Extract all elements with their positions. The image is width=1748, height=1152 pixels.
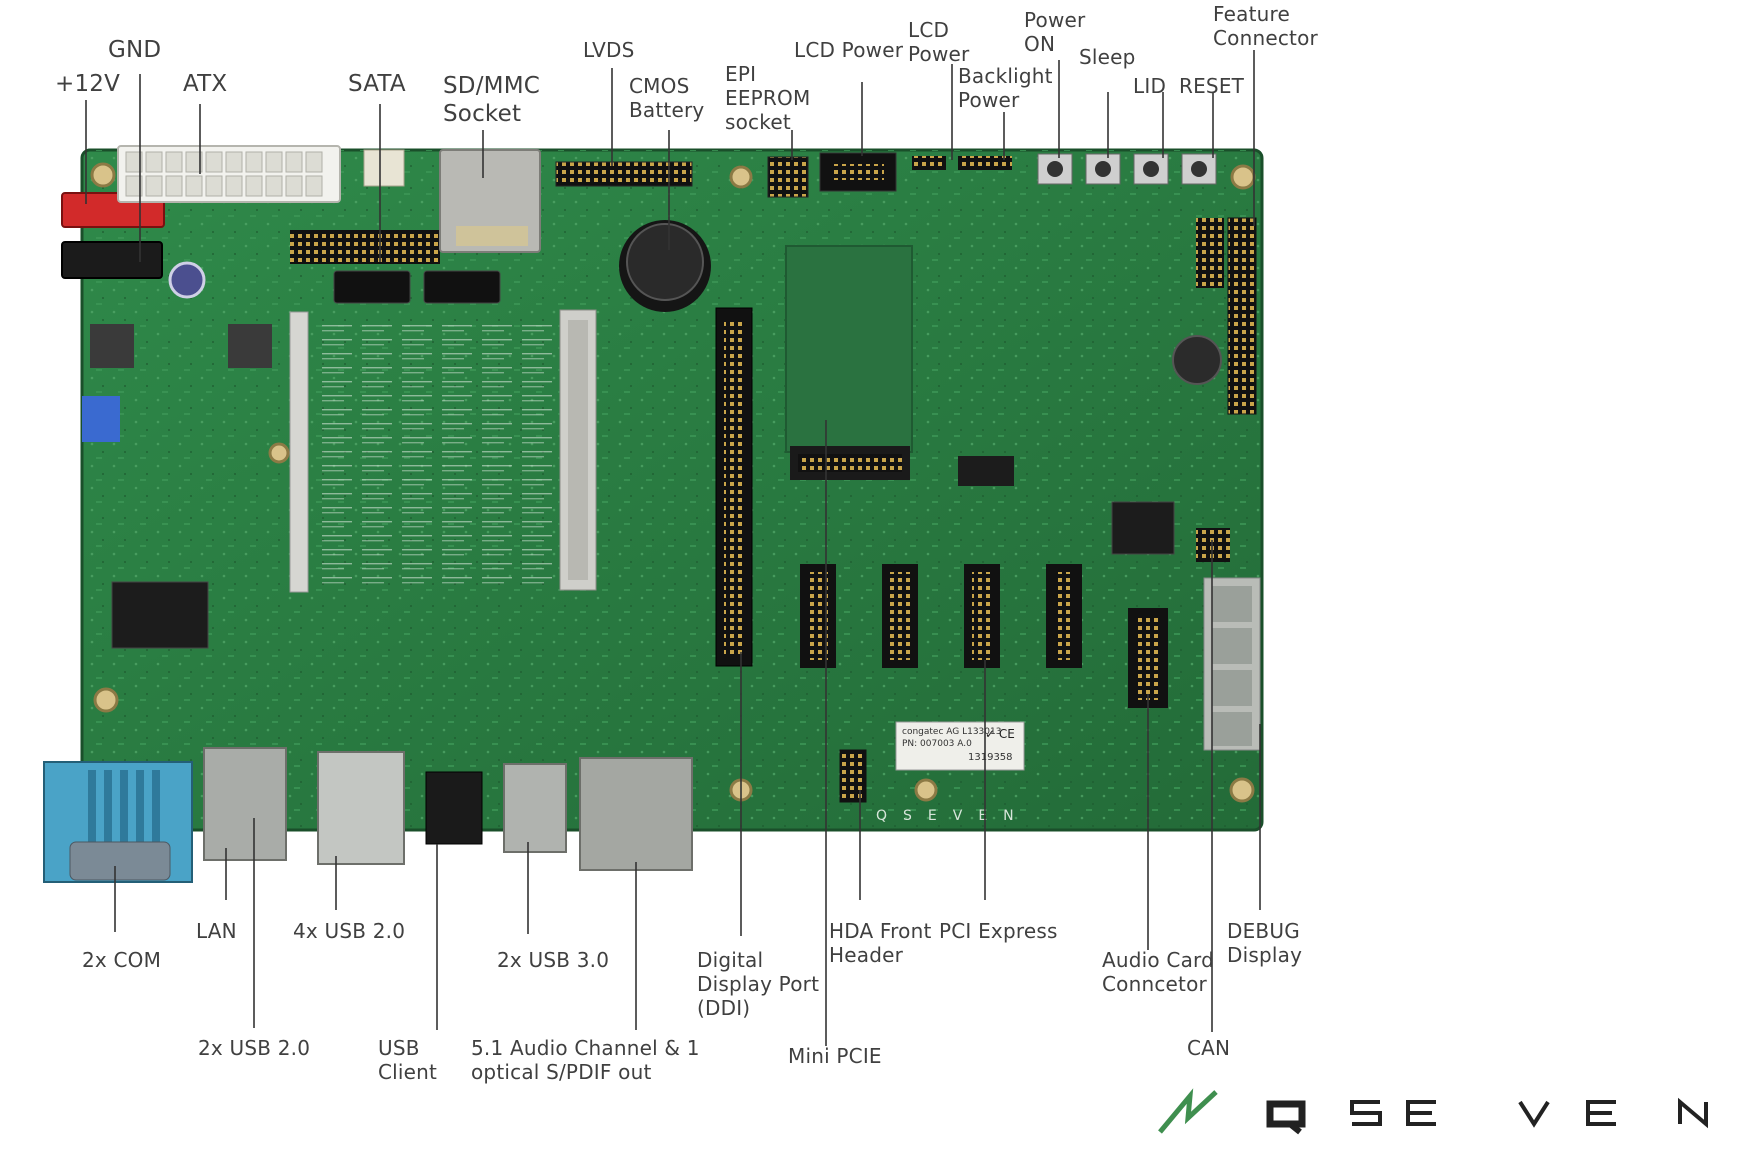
sticker-serial: 1319358 [968,752,1013,763]
label-pci-express: PCI Express [939,919,1058,943]
label-epi-eeprom-socket: EPI EEPROM socket [725,62,811,134]
black-power-terminal [61,241,163,279]
label-cmos-battery: CMOS Battery [629,74,705,122]
label-debug-display: DEBUG Display [1227,919,1303,967]
front-panel-buttons [1037,153,1217,185]
inductor [90,324,134,368]
label-lcd-power: LCD Power [794,38,904,62]
lan-usb-stack [203,747,287,861]
label-feature-connector: Feature Connector [1213,2,1318,50]
label-mini-pcie: Mini PCIE [788,1044,882,1068]
inductor [228,324,272,368]
rear-io [43,747,693,883]
mounting-hole [914,778,938,802]
label-4x-usb-2: 4x USB 2.0 [293,919,406,943]
can-header [1196,528,1230,562]
label-backlight-power: Backlight Power [958,64,1053,112]
ce-mark-icon: ✓ CE [985,727,1015,741]
cmos-battery [619,220,711,312]
label-lcd-power-jumper: LCD Power [908,18,970,66]
label-sata: SATA [348,71,406,97]
label-lid: LID [1133,74,1167,98]
sata-area [290,149,501,304]
usb-client-port [425,771,483,845]
power-connectors [61,145,341,299]
mini-pcie-slot [785,245,913,480]
label-hda-front-header: HDA Front Header [829,919,932,967]
pcie-slots [800,564,1082,668]
label-usb-client: USB Client [378,1036,438,1084]
label-ddi: Digital Display Port (DDI) [697,948,820,1020]
sleep-button [1085,153,1121,185]
backlight-power-jumper [958,156,1012,170]
label-gnd: GND [108,37,162,63]
label-12v: +12V [55,71,121,97]
serial-sticker: congatec AG L133013 PN: 007003 A.0 13193… [895,721,1025,771]
label-2x-com: 2x COM [82,948,162,972]
silk-logo: QSEVEN [876,808,1030,824]
label-power-on: Power ON [1024,8,1086,56]
label-atx: ATX [183,71,228,97]
label-reset: RESET [1179,74,1245,98]
sticker-line1: congatec AG L133013 [902,727,1001,737]
mounting-hole [93,687,119,713]
usb-2-stack [317,751,405,865]
controller-chip [1111,501,1175,555]
callout-lines [85,50,1261,1046]
io-chip [111,581,209,649]
mounting-hole [1230,164,1256,190]
hda-front-header [839,749,867,803]
chip [958,456,1014,486]
lcd-power-jumper [912,156,946,170]
buzzer [1172,335,1222,385]
label-2x-usb-2: 2x USB 2.0 [198,1036,311,1060]
sata-connector [333,270,411,304]
label-audio-card-connector: Audio Card Conncetor [1102,948,1214,996]
sticker-line2: PN: 007003 A.0 [902,739,972,749]
mounting-hole [90,162,116,188]
mounting-hole [729,165,753,189]
audio-jack-stack [579,757,693,871]
dip-switch [82,396,120,442]
debug-display [1203,577,1261,751]
label-can: CAN [1187,1036,1231,1060]
mounting-hole [1229,777,1255,803]
capacitor [168,261,206,299]
mounting-hole [268,442,290,464]
label-sleep: Sleep [1079,45,1136,69]
lvds-connector [555,161,693,187]
sata-connector [423,270,501,304]
label-lan: LAN [196,919,237,943]
qseven-logo-icon [1158,1088,1708,1135]
feature-connector [1227,217,1257,415]
usb-3-stack [503,763,567,853]
qseven-module-area [289,309,597,593]
epi-eeprom-socket [767,156,809,198]
label-2x-usb-3: 2x USB 3.0 [497,948,610,972]
label-lvds: LVDS [583,38,635,62]
label-sd-mmc-socket: SD/MMC Socket [443,73,541,127]
label-audio-spdif: 5.1 Audio Channel & 1 optical S/PDIF out [471,1036,700,1084]
